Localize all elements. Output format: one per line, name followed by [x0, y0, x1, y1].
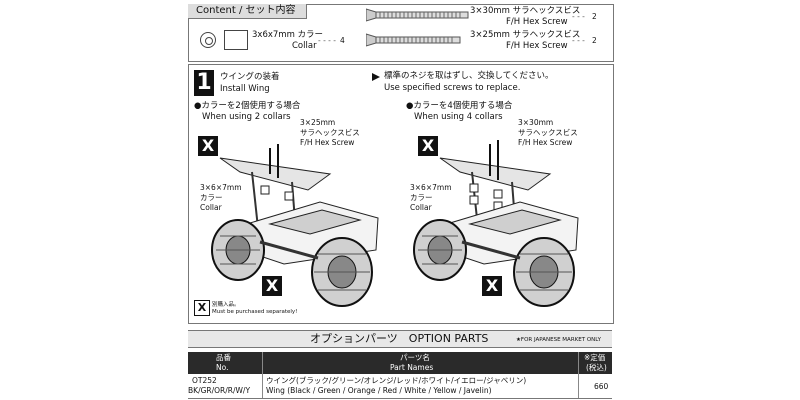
- right-screw-jp: サラヘックスビス: [518, 128, 578, 137]
- col-price-en: (税込): [586, 363, 607, 372]
- screw-30-jp: 3×30mm サラヘックスビス: [470, 6, 581, 16]
- legend-text-jp: 別購入品。: [212, 302, 240, 308]
- left-collar-en: Collar: [200, 203, 222, 212]
- right-collar-en: Collar: [410, 203, 432, 212]
- screw-30-en: F/H Hex Screw: [506, 17, 568, 27]
- right-collar-jp: カラー: [410, 193, 433, 202]
- header-divider-2: [578, 352, 579, 374]
- row-price: 660: [594, 382, 609, 391]
- collar-label-jp: 3x6x7mm カラー: [252, 30, 324, 40]
- col-no-en: No.: [216, 363, 229, 372]
- right-truck-illustration: [413, 140, 579, 307]
- col-name-en: Part Names: [390, 363, 434, 372]
- row-divider-1: [262, 374, 263, 398]
- arrow-right-icon: [372, 73, 380, 81]
- option-parts-bar: [188, 330, 612, 348]
- collar-label-en: Collar: [292, 41, 317, 51]
- step-number: 1: [194, 70, 214, 96]
- row-part-name-en: Wing (Black / Green / Orange / Red / Whi…: [266, 386, 492, 395]
- step-note-jp: 標準のネジを取はずし、交換してください。: [384, 71, 554, 81]
- collar-icon: [224, 30, 248, 50]
- step-title-en: Install Wing: [220, 84, 270, 94]
- col-no-jp: 品番: [216, 353, 231, 362]
- right-heading-jp: ●カラーを4個使用する場合: [406, 101, 513, 111]
- left-collar-jp: カラー: [200, 193, 223, 202]
- left-screw-jp: サラヘックスビス: [300, 128, 360, 137]
- screw-25-jp: 3×25mm サラヘックスビス: [470, 30, 581, 40]
- row-part-no-line2: BK/GR/OR/R/W/Y: [188, 386, 251, 395]
- screw-25-icon: [366, 33, 461, 47]
- left-screw-en: F/H Hex Screw: [300, 138, 355, 147]
- screw-25-dash: - - -: [572, 36, 585, 45]
- right-collar-size: 3×6×7mm: [410, 183, 452, 192]
- option-parts-title: オプションパーツ OPTION PARTS: [310, 332, 489, 345]
- step-title-jp: ウイングの装着: [220, 72, 280, 82]
- left-collar-size: 3×6×7mm: [200, 183, 242, 192]
- screw-25-qty: 2: [592, 36, 597, 45]
- contents-title: Content / セット内容: [188, 4, 307, 19]
- right-screw-en: F/H Hex Screw: [518, 138, 573, 147]
- left-heading-jp: ●カラーを2個使用する場合: [194, 101, 301, 111]
- screw-25-en: F/H Hex Screw: [506, 41, 568, 51]
- header-divider-1: [262, 352, 263, 374]
- table-row: [188, 374, 612, 399]
- collar-qty: 4: [340, 36, 345, 45]
- screw-30-dash: - - -: [572, 12, 585, 21]
- left-chassis-x-mark: X: [262, 276, 282, 296]
- step-1-box: [188, 64, 614, 324]
- right-screw-size: 3×30mm: [518, 118, 554, 127]
- market-note: ★FOR JAPANESE MARKET ONLY: [516, 337, 601, 343]
- left-wing-x-mark: X: [198, 136, 218, 156]
- left-truck-illustration: [211, 144, 379, 307]
- col-name-jp: パーツ名: [400, 353, 430, 362]
- left-heading-en: When using 2 collars: [202, 112, 291, 122]
- row-part-name-jp: ウイング(ブラック/グリーン/オレンジ/レッド/ホワイト/イエロー/ジャベリン): [266, 376, 527, 385]
- right-chassis-x-mark: X: [482, 276, 502, 296]
- screw-30-icon: [366, 8, 469, 22]
- right-heading-en: When using 4 collars: [414, 112, 503, 122]
- washer-icon: [200, 32, 216, 48]
- row-part-no-line1: OT252: [192, 376, 217, 385]
- right-wing-x-mark: X: [418, 136, 438, 156]
- left-screw-size: 3×25mm: [300, 118, 336, 127]
- step-note-en: Use specified screws to replace.: [384, 83, 521, 93]
- parts-table-header: [188, 352, 612, 374]
- legend-x-mark: X: [194, 300, 210, 316]
- row-divider-2: [578, 374, 579, 398]
- collar-dash: - - - -: [318, 36, 336, 45]
- col-price-jp: ※定価: [584, 353, 606, 362]
- screw-30-qty: 2: [592, 12, 597, 21]
- legend-text-en: Must be purchased separately!: [212, 309, 298, 315]
